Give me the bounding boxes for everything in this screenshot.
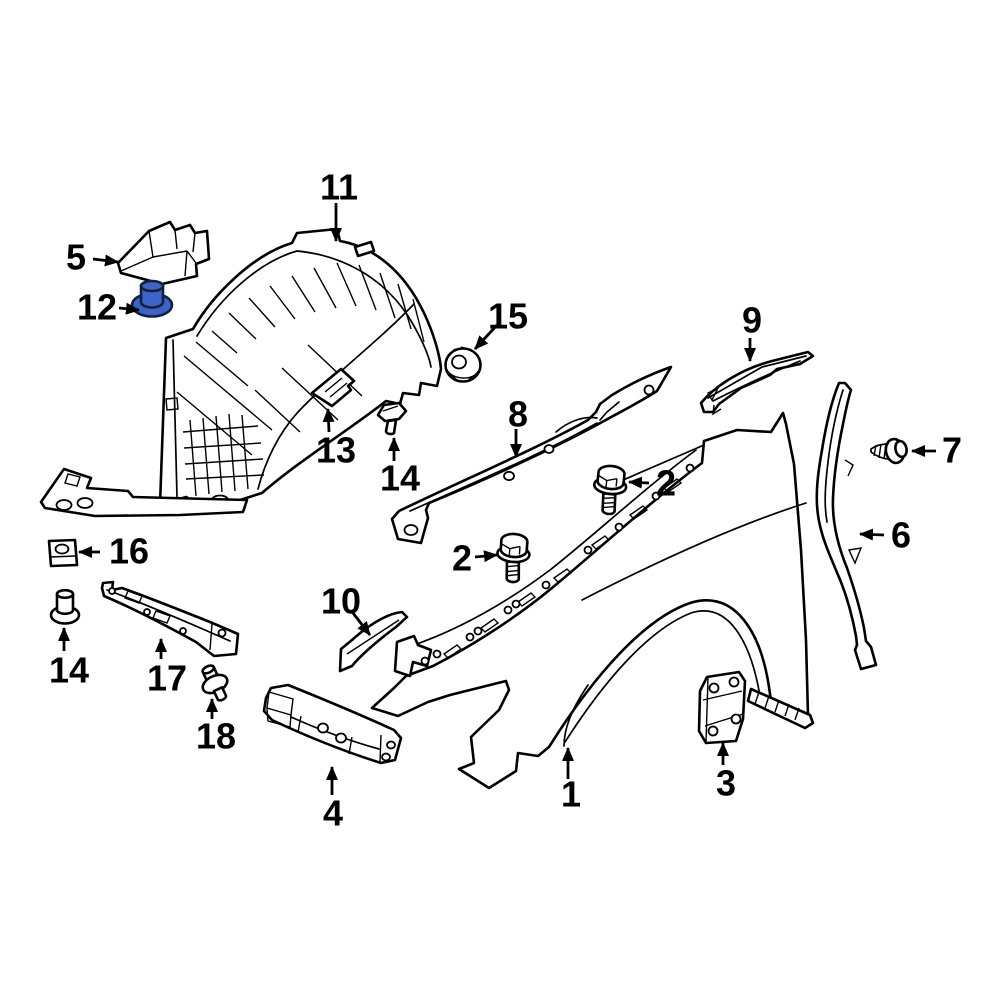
side-bracket-drawing xyxy=(310,367,356,408)
cowl-top-bracket-drawing xyxy=(699,350,815,416)
callout-arrow-6 xyxy=(859,528,885,541)
callout-label-14: 14 xyxy=(49,650,89,691)
callout-label-18: 18 xyxy=(196,716,236,757)
callout-label-14: 14 xyxy=(380,458,420,499)
flange-bolt-lower xyxy=(494,531,533,585)
callout-arrow-10 xyxy=(351,612,372,636)
fender-panel-drawing xyxy=(370,411,815,790)
screw-drawing xyxy=(870,437,908,465)
callout-label-7: 7 xyxy=(942,430,962,471)
highlighted-push-pin-fastener xyxy=(130,279,174,318)
callout-arrow-13 xyxy=(322,408,335,433)
splash-shield-extension-drawing xyxy=(39,467,249,518)
callout-arrow-2 xyxy=(628,476,650,489)
grommet-nut-drawing xyxy=(444,346,482,383)
stud-drawing xyxy=(201,664,229,702)
callout-label-2: 2 xyxy=(656,463,676,504)
corner-bracket-drawing xyxy=(116,220,211,286)
mount-plate-drawing xyxy=(697,670,747,745)
callout-arrow-5 xyxy=(92,254,119,267)
callout-label-1: 1 xyxy=(561,774,581,815)
callout-label-12: 12 xyxy=(77,287,117,328)
flange-bolt-upper xyxy=(590,463,630,517)
callout-arrow-12 xyxy=(118,302,140,315)
callout-label-6: 6 xyxy=(891,515,911,556)
callout-label-15: 15 xyxy=(488,296,528,337)
rear-pillar-brace-drawing xyxy=(815,381,878,671)
callout-label-5: 5 xyxy=(66,237,86,278)
square-clip-nut-drawing xyxy=(47,538,79,568)
callout-label-17: 17 xyxy=(147,658,187,699)
callout-label-8: 8 xyxy=(508,394,528,435)
callout-label-4: 4 xyxy=(323,793,343,834)
push-clip-drawing xyxy=(376,401,408,436)
lower-rail-bracket-drawing xyxy=(100,580,240,658)
callout-label-11: 11 xyxy=(320,167,358,208)
upper-support-brace-drawing xyxy=(390,365,673,545)
callout-label-13: 13 xyxy=(316,430,356,471)
callout-label-2: 2 xyxy=(452,538,472,579)
callout-label-9: 9 xyxy=(742,300,762,341)
callout-arrow-15 xyxy=(473,324,499,350)
callout-label-3: 3 xyxy=(716,763,736,804)
fender-liner-drawing xyxy=(158,227,443,509)
front-lower-bracket-drawing xyxy=(262,683,403,765)
push-pin-drawing xyxy=(49,588,81,625)
callout-arrow-2 xyxy=(474,550,498,563)
callout-label-10: 10 xyxy=(321,581,361,622)
callout-label-16: 16 xyxy=(109,531,149,572)
